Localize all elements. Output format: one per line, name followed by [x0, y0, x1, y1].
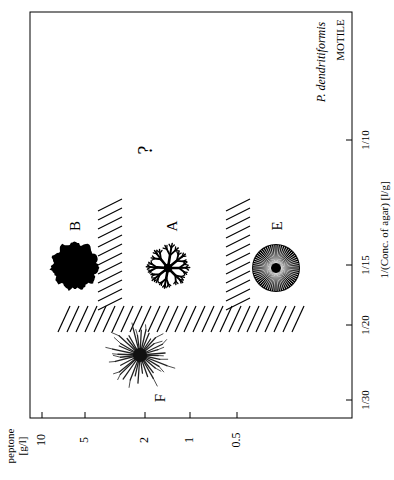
chart-label: 1: [183, 437, 196, 443]
chart-label: 1/10: [359, 130, 371, 150]
chart-label: 10: [35, 434, 48, 446]
chart-label: A: [164, 221, 181, 232]
colony-patterns: [49, 242, 300, 388]
axis-ticks: [42, 140, 352, 418]
chart-label: 5: [78, 437, 91, 443]
chart-label: 1/30: [359, 390, 371, 410]
chart-label: F: [152, 394, 169, 402]
chart-label: 1/15: [359, 255, 371, 275]
colony-b: [49, 242, 99, 291]
chart-label: B: [67, 221, 84, 231]
chart-label: MOTILE: [334, 19, 346, 61]
chart-label: P. dendritiformis: [315, 22, 328, 102]
colony-a: [146, 243, 189, 288]
hatch-stroke: [98, 298, 122, 310]
hatch-stroke: [292, 306, 304, 332]
chart-label: 2: [138, 437, 151, 443]
chart-label: 0.5: [230, 433, 243, 448]
plot-frame: [30, 12, 352, 418]
hatch-stroke: [226, 298, 250, 310]
colony-e: [252, 244, 300, 292]
chart-label: peptone [g/l]: [4, 424, 28, 468]
colony-f: [106, 323, 175, 387]
chart-label: 1/(Conc. of agar) [l/g]: [378, 181, 390, 278]
chart-label: E: [269, 221, 286, 230]
chart-label: 1/20: [359, 315, 371, 335]
chart-label: ?: [134, 146, 156, 155]
